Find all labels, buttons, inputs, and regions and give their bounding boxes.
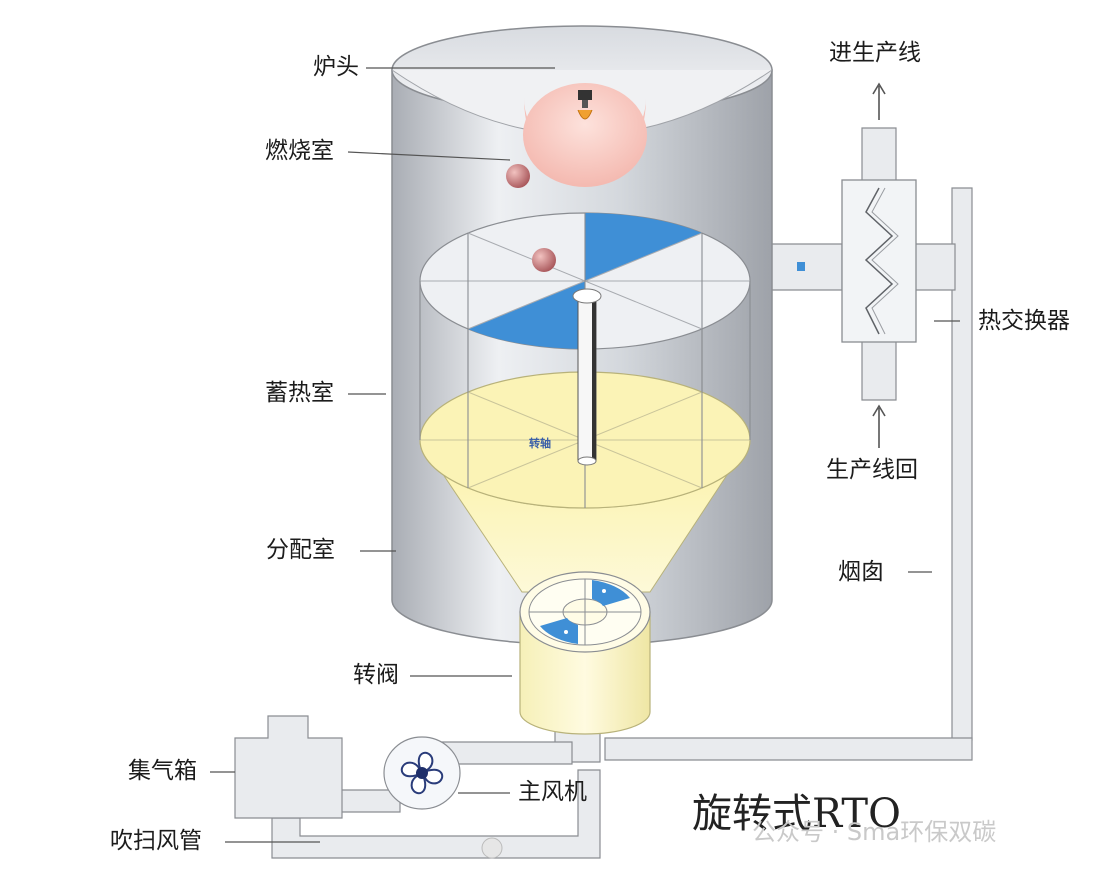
burner-nozzle-icon <box>577 90 593 120</box>
duct-sensor <box>797 262 805 271</box>
main-fan-icon <box>383 736 461 810</box>
label-combustion-chamber: 燃烧室 <box>265 138 334 164</box>
rotary-valve <box>519 571 651 735</box>
label-gas-box: 集气箱 <box>128 758 197 784</box>
blue-sector-bottom <box>468 281 585 349</box>
heat-exchanger <box>797 179 917 343</box>
fan-to-valve-duct <box>439 741 573 765</box>
valve-sector-2 <box>540 618 578 644</box>
gas-box-shape <box>234 715 343 819</box>
label-to-production: 进生产线 <box>829 40 921 66</box>
burner-glow-core <box>523 83 647 187</box>
shaft-label: 转轴 <box>529 436 551 450</box>
regen-particle <box>532 248 556 272</box>
label-regen-chamber: 蓄热室 <box>265 380 334 406</box>
label-chimney: 烟囱 <box>838 559 884 585</box>
regenerator-disk <box>419 212 751 350</box>
hx-to-chimney-duct <box>914 243 956 291</box>
flow-arrows <box>872 82 886 448</box>
valve-sector-1 <box>592 580 630 606</box>
label-purge-duct: 吹扫风管 <box>110 828 202 854</box>
label-distribution-chamber: 分配室 <box>266 537 335 563</box>
label-rotary-valve: 转阀 <box>353 662 399 688</box>
valve-to-chimney-duct <box>604 737 973 761</box>
hx-top-pipe <box>861 127 897 183</box>
diagram-title: 旋转式RTO <box>692 791 901 837</box>
purge-duct-loop <box>271 769 601 859</box>
ducting <box>234 127 973 859</box>
hx-bottom-pipe <box>861 339 897 401</box>
rotary-shaft: 转轴 <box>529 288 602 466</box>
purge-ball <box>481 837 503 859</box>
label-main-fan: 主风机 <box>518 779 587 805</box>
label-from-production: 生产线回 <box>826 457 918 483</box>
leader-lines <box>210 67 960 843</box>
label-heat-exchanger: 热交换器 <box>978 308 1070 334</box>
blue-sector-top <box>585 212 702 281</box>
label-burner: 炉头 <box>313 54 359 80</box>
watermark-text: 公众号 · Sma环保双碳 <box>752 818 997 846</box>
combustion-particle-1 <box>506 164 530 188</box>
